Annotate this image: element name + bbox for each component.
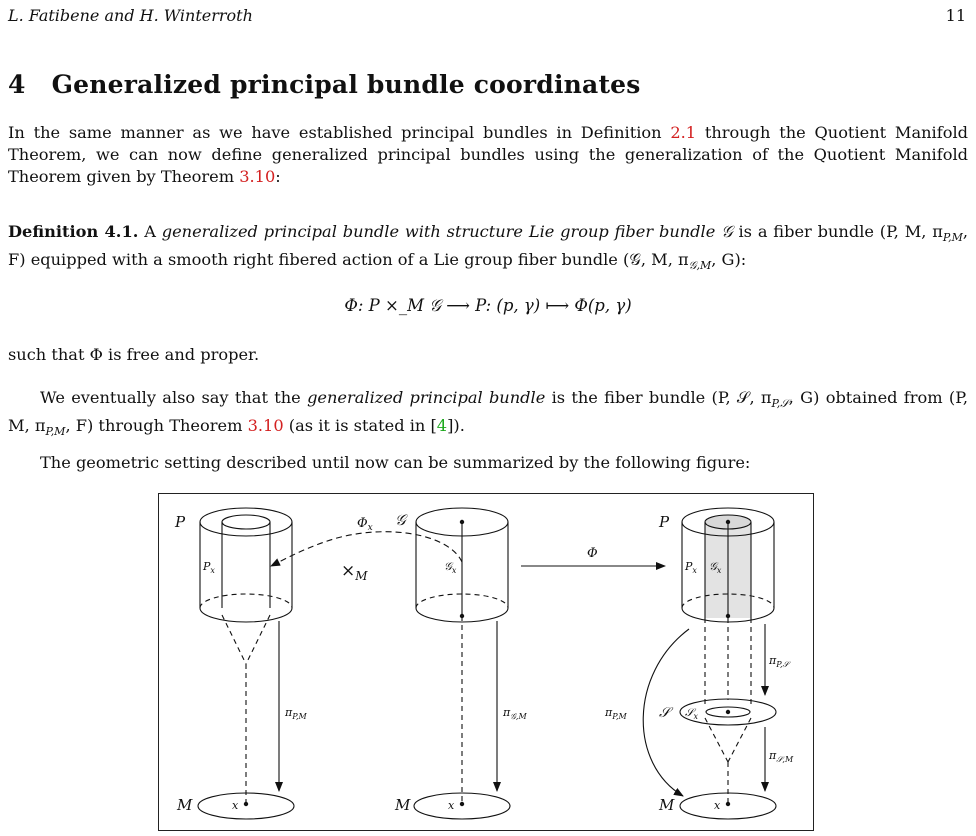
bundle-figure: P Px M x Φx 𝒢 ×M 𝒢x πP,M M x π𝒢,M Φ P Px… bbox=[158, 493, 814, 831]
section-heading: 4 Generalized principal bundle coordinate… bbox=[8, 70, 641, 99]
total-space-cylinder bbox=[197, 507, 295, 820]
definition-block: Definition 4.1. A generalized principal … bbox=[8, 221, 968, 277]
text-run: A bbox=[138, 222, 162, 241]
display-equation: Φ: P ×_M 𝒢 ⟶ P: (p, γ) ⟼ Φ(p, γ) bbox=[344, 296, 632, 315]
text-run: through the Quotient Manifold Theorem, w… bbox=[8, 123, 968, 186]
generalized-bundle-cylinder bbox=[642, 507, 777, 820]
text-run: (as it is stated in [ bbox=[283, 416, 437, 436]
label-M: M bbox=[176, 796, 193, 814]
label-phi-x: Φx bbox=[357, 516, 373, 533]
theorem-link[interactable]: 3.10 bbox=[239, 167, 276, 186]
paragraph-figure-intro: The geometric setting described until no… bbox=[40, 453, 751, 472]
text-run: In the same manner as we have establishe… bbox=[8, 123, 671, 142]
citation-link[interactable]: 4 bbox=[436, 416, 448, 436]
paragraph-intro: In the same manner as we have establishe… bbox=[8, 122, 968, 188]
label-Sx: 𝒮x bbox=[685, 706, 699, 721]
page-number: 11 bbox=[945, 6, 966, 25]
structure-bundle-cylinder bbox=[413, 507, 511, 820]
label-Px: Px bbox=[202, 560, 215, 575]
subscript: 𝒢,M bbox=[688, 259, 712, 273]
label-x: x bbox=[448, 799, 455, 812]
action-curve bbox=[270, 531, 463, 567]
text-run: is the fiber bundle (P, 𝒮, π bbox=[545, 388, 772, 407]
label-pi-PM: πP,M bbox=[284, 706, 308, 721]
definition-link[interactable]: 2.1 bbox=[670, 123, 697, 142]
label-P: P bbox=[174, 513, 186, 531]
text-run: ]). bbox=[447, 416, 465, 436]
label-pi-SM: π𝒮,M bbox=[768, 749, 794, 764]
label-times-M: ×M bbox=[341, 561, 368, 583]
section-number: 4 bbox=[8, 70, 26, 99]
label-Gx: 𝒢x bbox=[709, 560, 722, 575]
label-pi-PS: πP,𝒮 bbox=[768, 654, 792, 669]
label-P: P bbox=[658, 513, 670, 531]
paragraph-free-proper: such that Φ is free and proper. bbox=[8, 345, 260, 364]
label-pi-GM: π𝒢,M bbox=[502, 706, 527, 721]
label-M: M bbox=[394, 796, 411, 814]
definition-label: Definition 4.1. bbox=[8, 222, 139, 241]
text-run: , F) equipped with a smooth right fibere… bbox=[8, 222, 969, 270]
text-run: , G): bbox=[711, 250, 747, 270]
text-run: , G) obtained from (P, M, π bbox=[8, 388, 968, 436]
label-x: x bbox=[232, 799, 239, 812]
definition-term: generalized principal bundle with struct… bbox=[161, 222, 733, 241]
theorem-link[interactable]: 3.10 bbox=[247, 416, 284, 436]
subscript: P,M bbox=[45, 425, 66, 439]
subscript: P,M bbox=[942, 231, 963, 245]
text-run: , F) through Theorem bbox=[65, 416, 248, 436]
subscript: P,𝒮 bbox=[771, 397, 789, 411]
label-G: 𝒢 bbox=[395, 511, 408, 529]
label-Gx: 𝒢x bbox=[444, 560, 457, 575]
label-S: 𝒮 bbox=[659, 705, 674, 721]
paragraph-obtained: We eventually also say that the generali… bbox=[8, 387, 968, 443]
label-Px: Px bbox=[684, 560, 697, 575]
bundle-diagram: P Px M x Φx 𝒢 ×M 𝒢x πP,M M x π𝒢,M Φ P Px… bbox=[174, 507, 794, 820]
emphasis: generalized principal bundle bbox=[307, 388, 546, 407]
label-pi-PM: πP,M bbox=[604, 706, 628, 721]
label-x: x bbox=[714, 799, 721, 812]
running-head: L. Fatibene and H. Winterroth bbox=[8, 6, 253, 25]
text-run: We eventually also say that the bbox=[40, 388, 308, 407]
text-run: : bbox=[275, 167, 281, 186]
label-M: M bbox=[658, 796, 675, 814]
label-phi: Φ bbox=[587, 546, 598, 561]
section-title: Generalized principal bundle coordinates bbox=[51, 70, 641, 99]
text-run: is a fiber bundle (P, M, π bbox=[732, 222, 943, 241]
